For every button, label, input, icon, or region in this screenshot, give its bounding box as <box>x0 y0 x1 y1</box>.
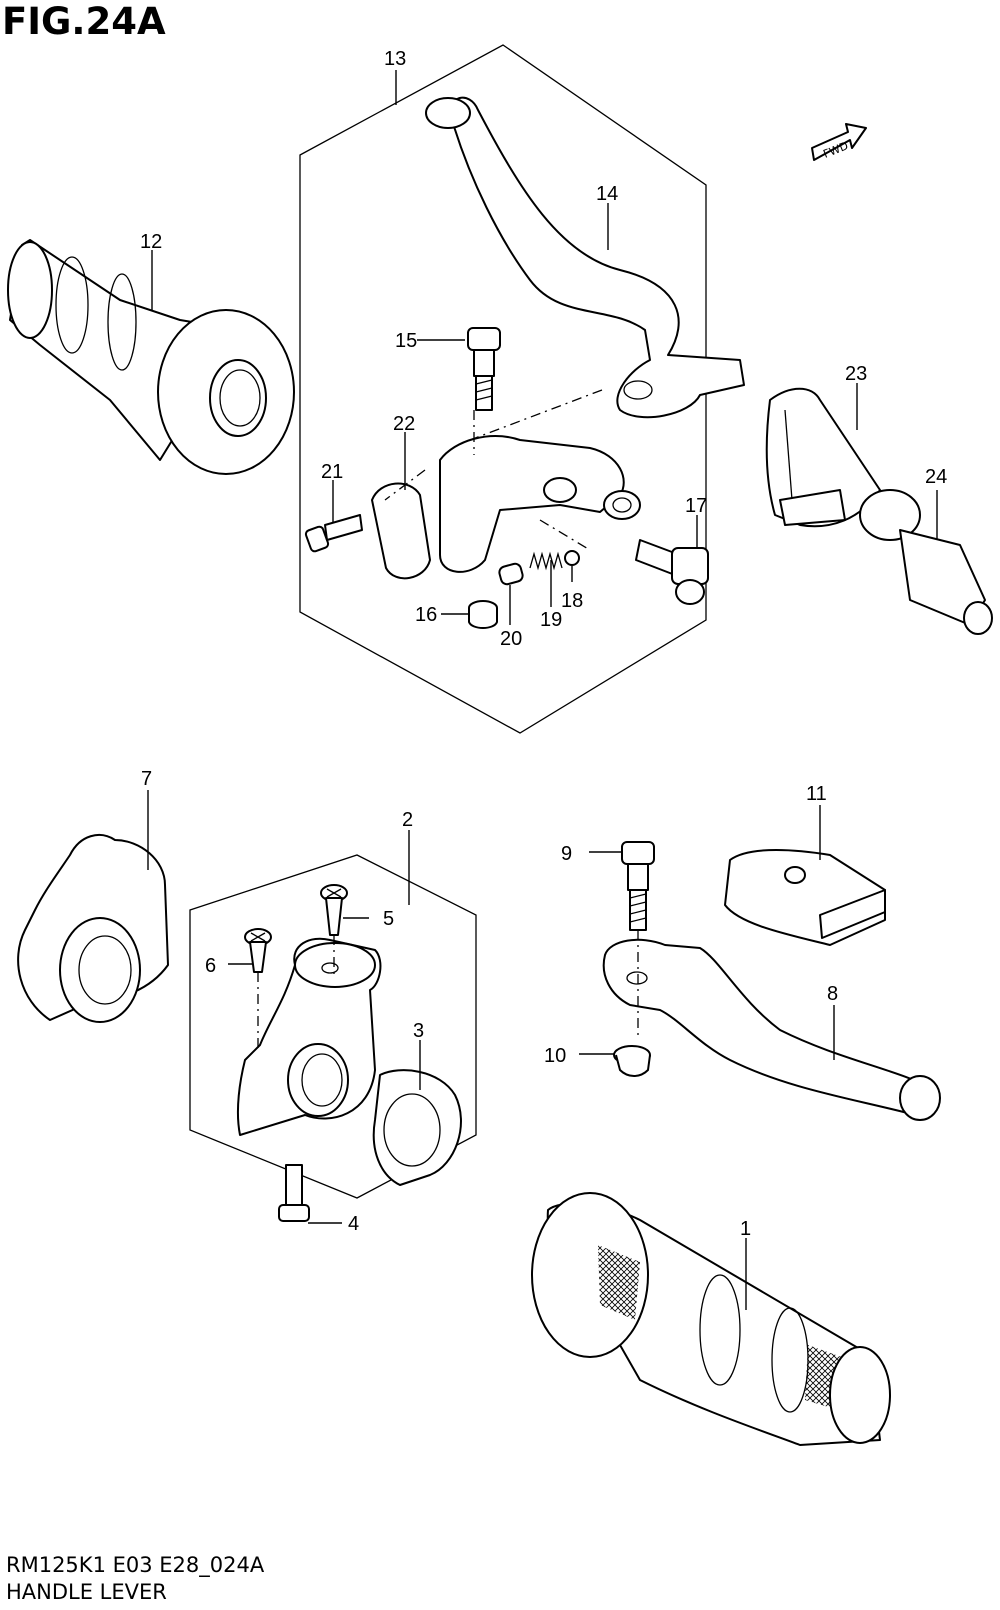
callout-15: 15 <box>395 330 417 352</box>
part-1-right-grip <box>531 1192 891 1446</box>
figure-title: FIG.24A <box>2 0 166 43</box>
part-8-brake-lever <box>602 938 941 1121</box>
part-10-nut <box>613 1045 651 1077</box>
part-23-boot <box>765 387 881 528</box>
callout-16: 16 <box>415 604 437 626</box>
part-5-screw <box>320 884 348 936</box>
callout-9: 9 <box>561 843 572 865</box>
part-12-left-grip <box>7 239 295 475</box>
part-2-switch-housing <box>236 937 382 1136</box>
callout-6: 6 <box>205 955 216 977</box>
callout-3: 3 <box>413 1020 424 1042</box>
callout-labels: 13 12 14 15 22 21 17 16 20 19 18 23 24 7… <box>140 48 947 1240</box>
callout-13: 13 <box>384 48 406 70</box>
part-16-nut <box>468 600 498 629</box>
diagram-name: HANDLE LEVER <box>6 1580 167 1604</box>
callout-14: 14 <box>596 183 618 205</box>
callout-21: 21 <box>321 461 343 483</box>
callout-2: 2 <box>402 809 413 831</box>
callout-23: 23 <box>845 363 867 385</box>
part-20-spacer <box>498 562 524 586</box>
part-9-bolt <box>621 841 655 931</box>
callout-20: 20 <box>500 628 522 650</box>
callout-8: 8 <box>827 983 838 1005</box>
part-19-spring <box>529 551 563 571</box>
callout-17: 17 <box>685 495 707 517</box>
group-outline-13 <box>299 44 707 734</box>
group-outline-2 <box>189 854 477 1199</box>
part-6-screw <box>244 928 272 973</box>
part-17-adjuster <box>635 539 709 605</box>
fwd-arrow-icon: FWD <box>811 123 867 161</box>
callout-5: 5 <box>383 908 394 930</box>
part-14-clutch-lever <box>425 96 745 419</box>
part-4-screw <box>278 1164 310 1222</box>
leader-lines <box>147 70 938 1310</box>
callout-1: 1 <box>740 1218 751 1240</box>
part-11-boot <box>724 849 886 946</box>
callout-4: 4 <box>348 1213 359 1235</box>
part-21-bolt <box>304 514 363 553</box>
callout-10: 10 <box>544 1045 566 1067</box>
model-code: RM125K1 E03 E28_024A <box>6 1553 265 1577</box>
part-7-cover <box>17 834 169 1023</box>
part-24-cable-adjuster <box>859 489 993 635</box>
part-18-ball <box>564 550 580 566</box>
part-22-lever-holder <box>371 435 641 580</box>
callout-11: 11 <box>806 783 827 805</box>
callout-19: 19 <box>540 609 562 631</box>
callout-12: 12 <box>140 231 162 253</box>
callout-24: 24 <box>925 466 947 488</box>
part-3-collar <box>372 1069 462 1186</box>
callout-7: 7 <box>141 768 152 790</box>
part-15-bolt <box>467 327 501 411</box>
callout-22: 22 <box>393 413 415 435</box>
callout-18: 18 <box>561 590 583 612</box>
